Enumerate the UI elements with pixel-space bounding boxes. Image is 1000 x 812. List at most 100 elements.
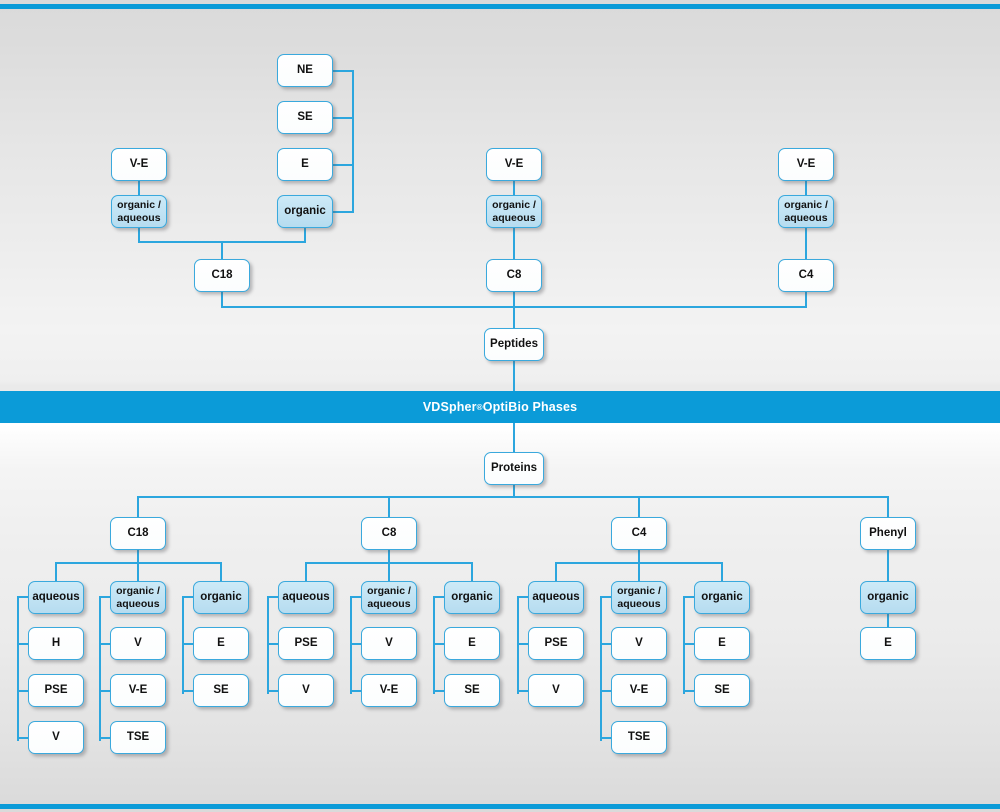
- node-phenyl-organic-e[interactable]: E: [860, 627, 916, 660]
- connector: [388, 496, 390, 517]
- node-c18-orgaq-v[interactable]: V: [110, 627, 166, 660]
- connector: [99, 596, 111, 598]
- node-c8-aqueous[interactable]: aqueous: [278, 581, 334, 614]
- node-c18-aqueous[interactable]: aqueous: [28, 581, 84, 614]
- node-c18-aqueous-h[interactable]: H: [28, 627, 84, 660]
- node-c4-orgaq-v[interactable]: V: [611, 627, 667, 660]
- connector: [267, 596, 279, 598]
- node-c8-aqueous-pse[interactable]: PSE: [278, 627, 334, 660]
- node-phenyl-organic[interactable]: organic: [860, 581, 916, 614]
- connector: [471, 562, 473, 581]
- connector: [433, 690, 445, 692]
- node-c18-aqueous-v[interactable]: V: [28, 721, 84, 754]
- node-organic-aqueous-c8[interactable]: organic / aqueous: [486, 195, 542, 228]
- connector: [683, 596, 685, 694]
- node-ve-c4[interactable]: V-E: [778, 148, 834, 181]
- node-c4-organic-se[interactable]: SE: [694, 674, 750, 707]
- connector: [333, 70, 354, 72]
- connector: [517, 596, 529, 598]
- node-c8-proteins[interactable]: C8: [361, 517, 417, 550]
- connector: [333, 164, 354, 166]
- node-c18-peptides[interactable]: C18: [194, 259, 250, 292]
- node-c18-orgaq-tse[interactable]: TSE: [110, 721, 166, 754]
- connector: [99, 737, 111, 739]
- connector: [55, 562, 57, 581]
- node-ne[interactable]: NE: [277, 54, 333, 87]
- node-organic-aqueous-c4[interactable]: organic / aqueous: [778, 195, 834, 228]
- connector: [513, 485, 515, 497]
- connector: [352, 70, 354, 212]
- connector: [17, 690, 29, 692]
- connector: [600, 596, 612, 598]
- connector: [721, 562, 723, 581]
- node-c18-organic-aqueous[interactable]: organic / aqueous: [110, 581, 166, 614]
- connector: [388, 562, 390, 581]
- top-accent-bar: [0, 4, 1000, 9]
- node-c18-proteins[interactable]: C18: [110, 517, 166, 550]
- connector: [267, 596, 269, 694]
- node-ve-c8[interactable]: V-E: [486, 148, 542, 181]
- connector: [517, 596, 519, 694]
- node-c8-peptides[interactable]: C8: [486, 259, 542, 292]
- connector: [683, 643, 695, 645]
- node-phenyl-proteins[interactable]: Phenyl: [860, 517, 916, 550]
- connector: [221, 241, 223, 259]
- connector: [17, 596, 19, 741]
- node-c4-aqueous-v[interactable]: V: [528, 674, 584, 707]
- node-c8-organic-e[interactable]: E: [444, 627, 500, 660]
- node-c8-orgaq-v[interactable]: V: [361, 627, 417, 660]
- node-peptides[interactable]: Peptides: [484, 328, 544, 361]
- node-e[interactable]: E: [277, 148, 333, 181]
- node-c18-organic-se[interactable]: SE: [193, 674, 249, 707]
- connector: [600, 596, 602, 741]
- node-organic-aqueous-c18[interactable]: organic / aqueous: [111, 195, 167, 228]
- registered-icon: ®: [476, 402, 483, 412]
- node-c4-organic-e[interactable]: E: [694, 627, 750, 660]
- node-c4-organic[interactable]: organic: [694, 581, 750, 614]
- connector: [388, 550, 390, 563]
- node-c8-organic[interactable]: organic: [444, 581, 500, 614]
- connector: [182, 596, 194, 598]
- connector: [350, 596, 352, 694]
- connector: [17, 643, 29, 645]
- node-c18-aqueous-pse[interactable]: PSE: [28, 674, 84, 707]
- node-c4-aqueous-pse[interactable]: PSE: [528, 627, 584, 660]
- node-c18-organic[interactable]: organic: [193, 581, 249, 614]
- connector: [513, 181, 515, 196]
- connector: [182, 690, 194, 692]
- node-c4-orgaq-ve[interactable]: V-E: [611, 674, 667, 707]
- node-c18-orgaq-ve[interactable]: V-E: [110, 674, 166, 707]
- node-c18-organic-e[interactable]: E: [193, 627, 249, 660]
- connector: [805, 181, 807, 196]
- node-c4-orgaq-tse[interactable]: TSE: [611, 721, 667, 754]
- node-c8-orgaq-ve[interactable]: V-E: [361, 674, 417, 707]
- node-c4-aqueous[interactable]: aqueous: [528, 581, 584, 614]
- node-c8-organic-se[interactable]: SE: [444, 674, 500, 707]
- connector: [513, 228, 515, 259]
- connector: [267, 690, 279, 692]
- connector: [138, 228, 140, 242]
- connector: [638, 496, 640, 517]
- node-proteins[interactable]: Proteins: [484, 452, 544, 485]
- connector: [182, 596, 184, 694]
- node-ve-c18[interactable]: V-E: [111, 148, 167, 181]
- connector: [137, 562, 139, 581]
- node-se[interactable]: SE: [277, 101, 333, 134]
- connector: [333, 211, 354, 213]
- node-c4-peptides[interactable]: C4: [778, 259, 834, 292]
- node-c4-proteins[interactable]: C4: [611, 517, 667, 550]
- connector: [887, 550, 889, 581]
- connector: [350, 596, 362, 598]
- connector: [683, 596, 695, 598]
- connector: [221, 292, 223, 308]
- connector: [99, 596, 101, 741]
- node-c4-organic-aqueous[interactable]: organic / aqueous: [611, 581, 667, 614]
- node-c8-aqueous-v[interactable]: V: [278, 674, 334, 707]
- node-c8-organic-aqueous[interactable]: organic / aqueous: [361, 581, 417, 614]
- connector: [350, 643, 362, 645]
- connector: [433, 596, 435, 694]
- connector: [638, 550, 640, 563]
- connector: [555, 562, 557, 581]
- node-organic-c18[interactable]: organic: [277, 195, 333, 228]
